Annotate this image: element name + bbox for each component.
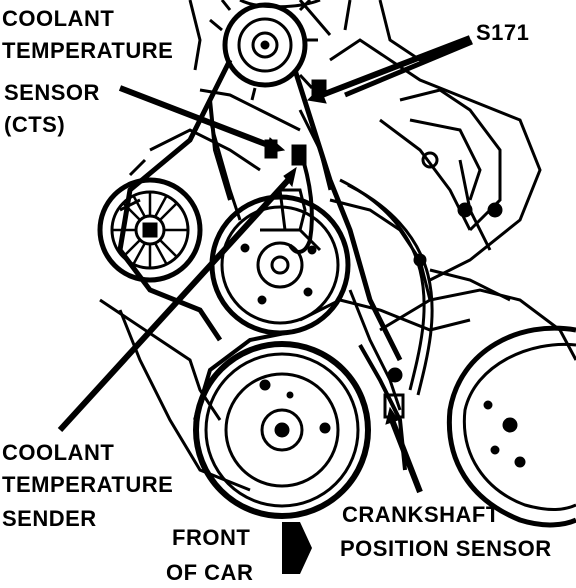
left-pulley [97, 177, 203, 283]
cts-leader [118, 85, 270, 148]
alternator-pulley [209, 0, 318, 101]
wiring-harness [339, 118, 503, 419]
sender-line-1: COOLANT [2, 440, 114, 465]
water-pump-pulley [209, 194, 351, 336]
front-arrow-icon [282, 522, 312, 574]
sensor-parts [264, 79, 327, 254]
s171-leader-1 [320, 35, 472, 98]
label-coolant-temperature-sender: COOLANT TEMPERATURE SENDER [2, 440, 173, 531]
sender-leader [57, 175, 293, 433]
sender-line-3: SENDER [2, 506, 97, 531]
cts-line-4: (CTS) [4, 112, 65, 137]
s171-leader-2 [344, 39, 473, 98]
right-pulley [446, 325, 576, 528]
sender-line-2: TEMPERATURE [2, 472, 173, 497]
engine-illustration [99, 0, 576, 492]
crank-line-1: CRANKSHAFT [342, 502, 500, 527]
front-line-1: FRONT [172, 525, 250, 550]
label-crankshaft-position-sensor: CRANKSHAFT POSITION SENSOR [340, 502, 552, 561]
crankshaft-leader [389, 418, 423, 494]
cts-line-3: SENSOR [4, 80, 100, 105]
label-s171: S171 [476, 20, 529, 45]
front-line-2: OF CAR [166, 560, 253, 585]
cts-line-2: TEMPERATURE [2, 38, 173, 63]
label-front-of-car: FRONT OF CAR [166, 525, 253, 585]
crank-line-2: POSITION SENSOR [340, 536, 552, 561]
crankshaft-pulley [193, 341, 371, 519]
cts-line-1: COOLANT [2, 6, 114, 31]
callout-lines [57, 35, 473, 494]
label-coolant-temperature-sensor: COOLANT TEMPERATURE SENSOR (CTS) [2, 6, 173, 137]
